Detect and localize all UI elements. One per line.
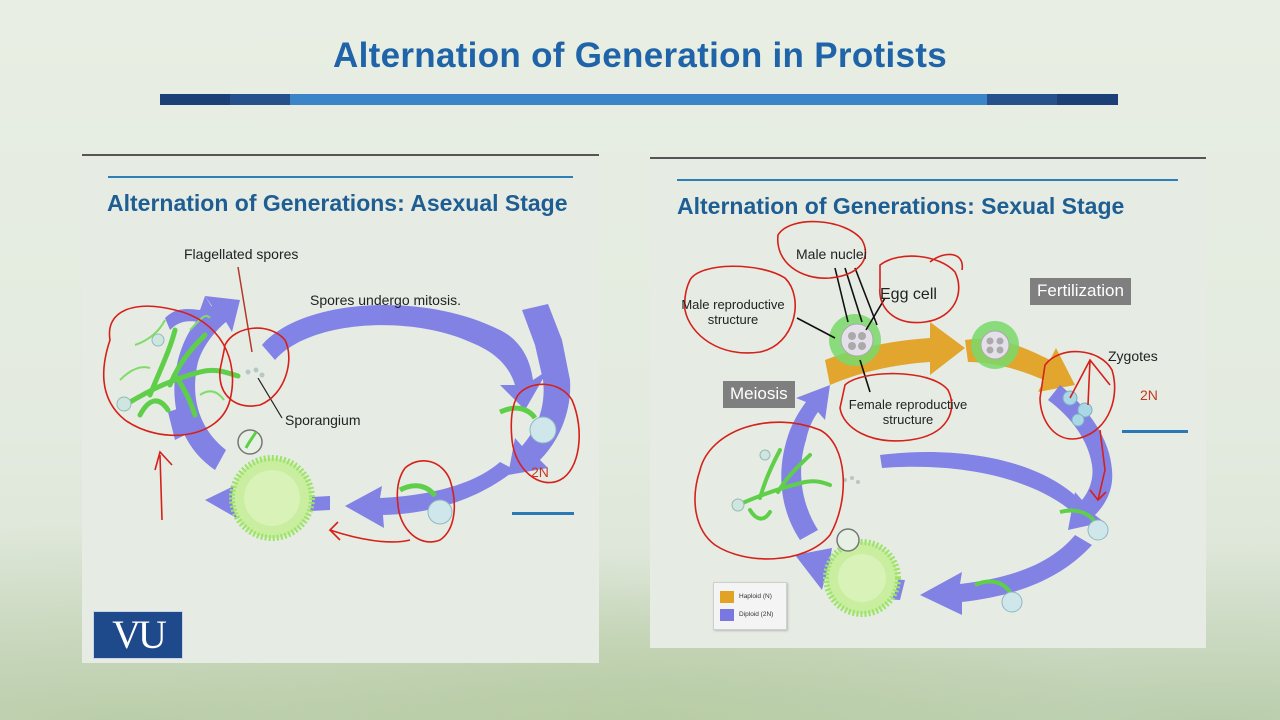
legend-swatch-haploid xyxy=(720,591,734,603)
label-zygotes: Zygotes xyxy=(1108,348,1158,364)
ploidy-legend: Haploid (N) Diploid (2N) xyxy=(713,582,787,630)
label-meiosis: Meiosis xyxy=(723,381,795,408)
label-fertilization: Fertilization xyxy=(1030,278,1131,305)
label-ploidy-right: 2N xyxy=(1140,387,1158,403)
label-egg-cell: Egg cell xyxy=(880,286,937,304)
legend-label-haploid: Haploid (N) xyxy=(739,593,772,600)
label-male-nuclei: Male nuclei xyxy=(796,246,867,262)
gametangia-left xyxy=(829,314,881,366)
gametangia-right xyxy=(971,321,1019,369)
fuzzy-zygospore-right xyxy=(826,542,898,614)
label-male-reproductive-structure: Male reproductive structure xyxy=(674,297,792,327)
legend-label-diploid: Diploid (2N) xyxy=(739,611,773,618)
label-female-reproductive-structure: Female reproductive structure xyxy=(838,397,978,427)
legend-swatch-diploid xyxy=(720,609,734,621)
right-blue-accent-line xyxy=(1122,430,1188,433)
